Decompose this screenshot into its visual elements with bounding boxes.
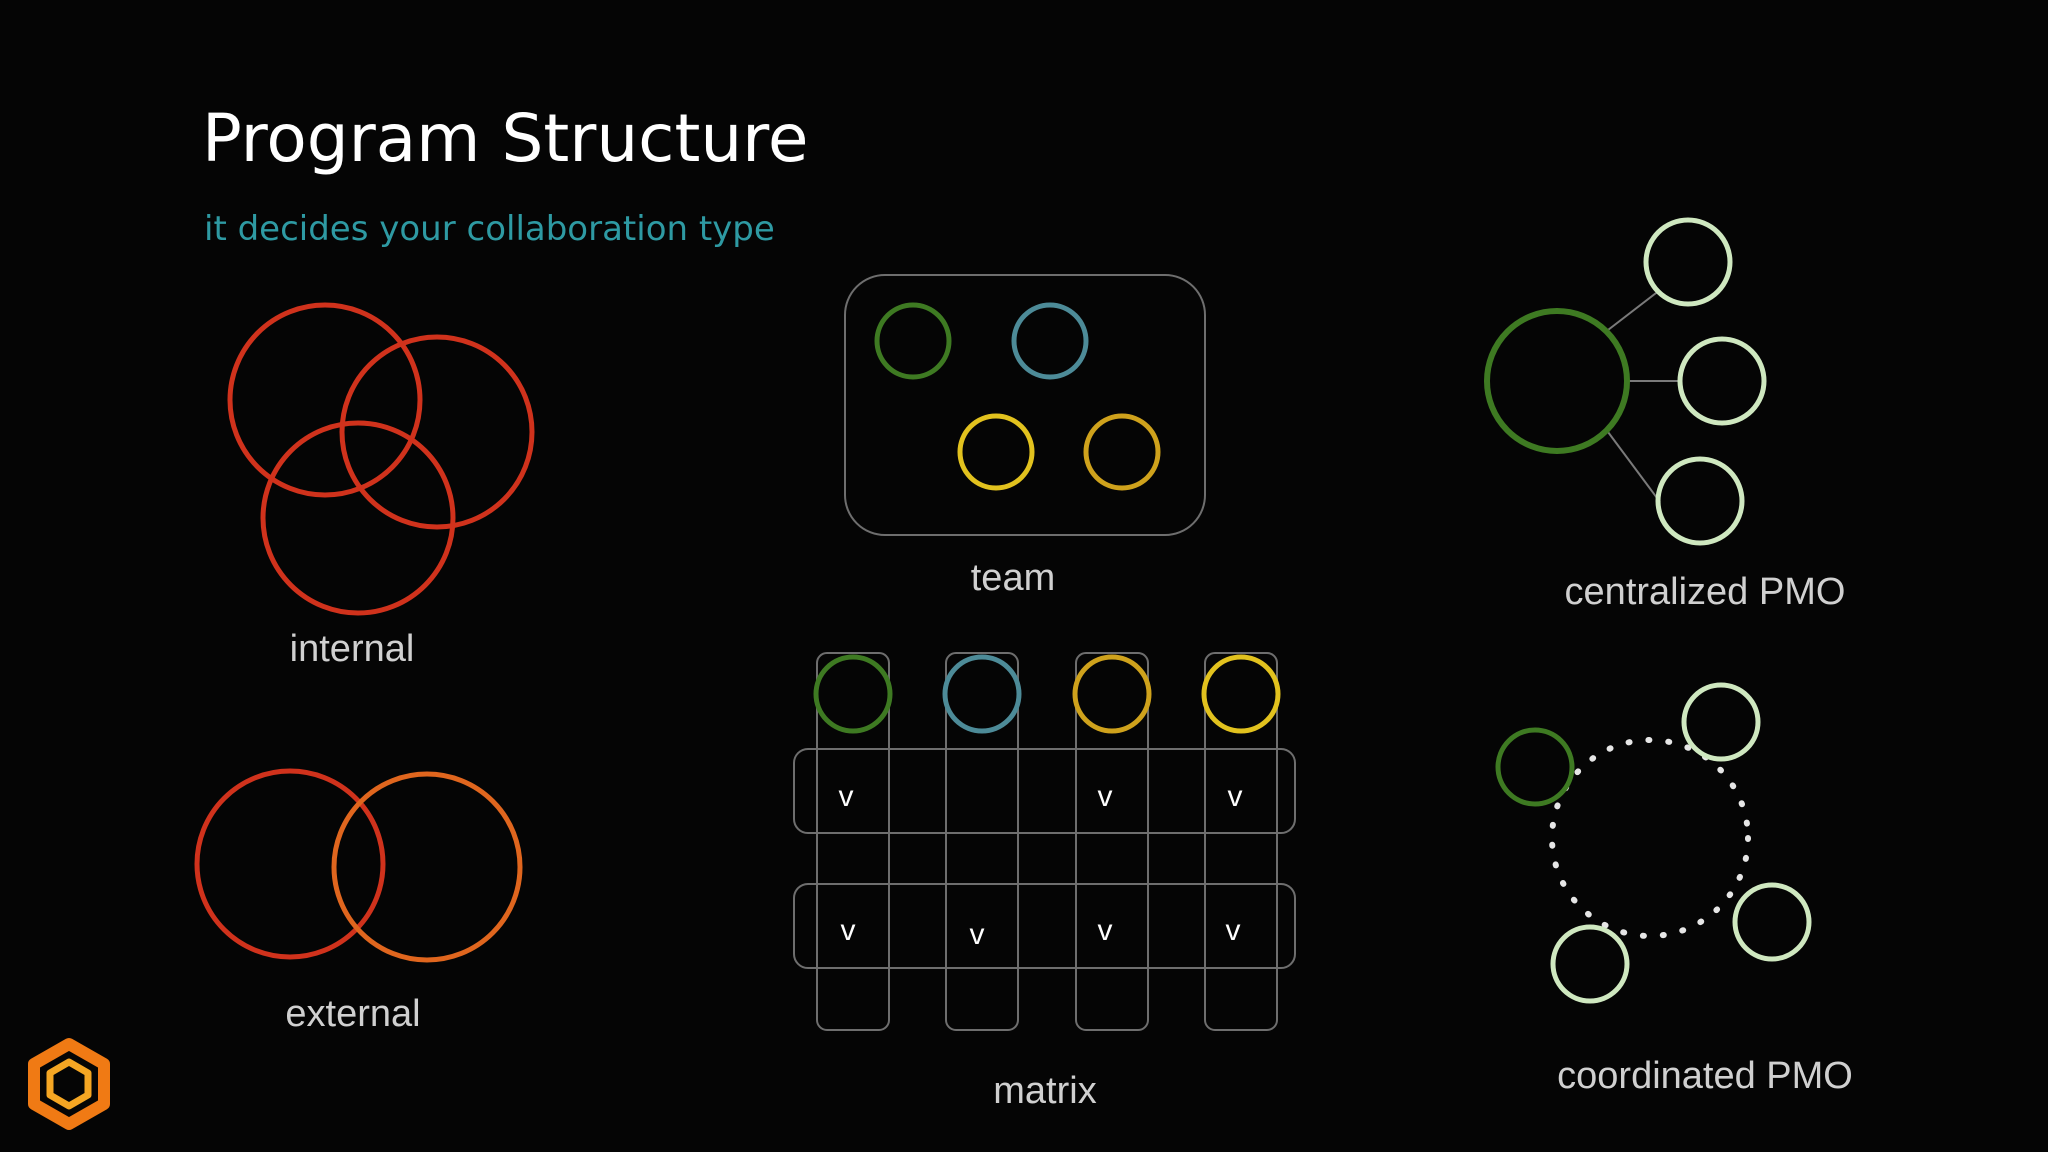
page-title: Program Structure: [202, 100, 809, 177]
matrix-row-2: [793, 883, 1296, 969]
internal-circle-top-left: [227, 302, 423, 498]
matrix-cell-r2-c2: v: [970, 918, 985, 951]
external-circle-right: [331, 771, 523, 963]
matrix-cell-r1-c3: v: [1098, 780, 1113, 813]
team-member-yellow: [957, 413, 1035, 491]
coordinated-node-bottom: [1550, 924, 1630, 1004]
coordinated-pmo-diagram: coordinated PMO: [1495, 682, 1853, 1097]
external-label: external: [285, 993, 420, 1035]
hexagon-logo-icon: [28, 1038, 110, 1130]
matrix-column-1: [816, 652, 890, 1031]
matrix-cell-r2-c4: v: [1226, 914, 1241, 947]
internal-label: internal: [290, 628, 415, 670]
matrix-head-yellow: [1201, 654, 1281, 734]
matrix-head-green: [813, 654, 893, 734]
coordinated-node-top: [1681, 682, 1761, 762]
team-member-gold: [1083, 413, 1161, 491]
centralized-pmo-diagram: centralized PMO: [1484, 217, 1846, 613]
matrix-head-teal: [942, 654, 1022, 734]
team-frame: [844, 274, 1206, 536]
matrix-column-2: [945, 652, 1019, 1031]
matrix-cell-r2-c1: v: [841, 914, 856, 947]
external-circle-left: [194, 768, 386, 960]
centralized-connector-top: [1607, 289, 1661, 331]
team-diagram: team: [844, 274, 1206, 599]
matrix-diagram: v v v v v v v matrix: [793, 652, 1296, 1112]
centralized-connector-bottom: [1607, 431, 1661, 503]
internal-diagram: internal: [227, 302, 535, 670]
team-member-teal: [1011, 302, 1089, 380]
coordinated-node-right: [1732, 882, 1812, 962]
coordinated-node-green: [1495, 727, 1575, 807]
matrix-cell-r1-c1: v: [839, 780, 854, 813]
centralized-node-bottom: [1655, 456, 1745, 546]
matrix-head-gold: [1072, 654, 1152, 734]
internal-circle-bottom: [260, 420, 456, 616]
matrix-cell-r1-c4: v: [1228, 780, 1243, 813]
external-diagram: external: [194, 768, 523, 1035]
matrix-label: matrix: [993, 1070, 1096, 1112]
internal-circle-top-right: [339, 334, 535, 530]
page-subtitle: it decides your collaboration type: [204, 209, 775, 249]
centralized-label: centralized PMO: [1565, 571, 1846, 613]
coordinated-ring: [1549, 737, 1751, 939]
centralized-node-middle: [1677, 336, 1767, 426]
matrix-column-3: [1075, 652, 1149, 1031]
matrix-row-1: [793, 748, 1296, 834]
coordinated-label: coordinated PMO: [1557, 1055, 1853, 1097]
team-member-green: [874, 302, 952, 380]
centralized-hub: [1484, 308, 1630, 454]
matrix-column-4: [1204, 652, 1278, 1031]
team-label: team: [971, 557, 1055, 599]
centralized-node-top: [1643, 217, 1733, 307]
matrix-cell-r2-c3: v: [1098, 914, 1113, 947]
